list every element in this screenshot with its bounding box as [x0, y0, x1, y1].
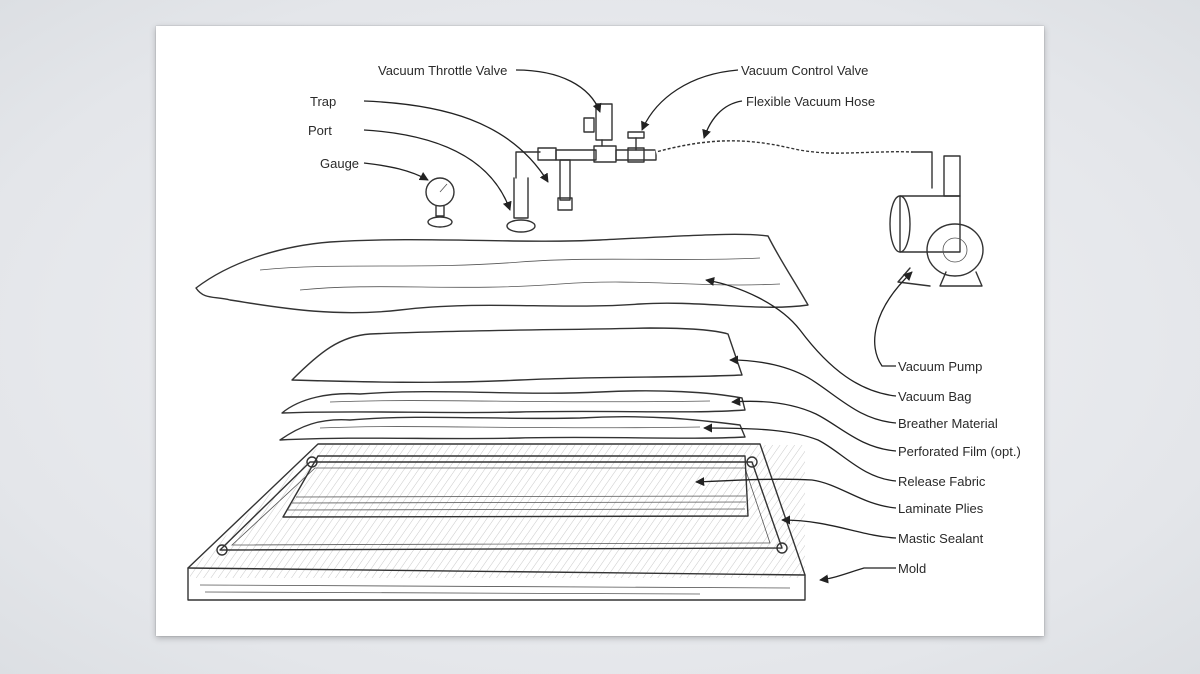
- label-port: Port: [308, 123, 332, 138]
- breather-material: [291, 327, 743, 384]
- label-vacuum-pump: Vacuum Pump: [898, 359, 982, 374]
- label-perforated-film: Perforated Film (opt.): [898, 444, 1021, 459]
- label-gauge: Gauge: [320, 156, 359, 171]
- release-fabric: [279, 415, 746, 441]
- label-mold: Mold: [898, 561, 926, 576]
- plumbing: [515, 145, 657, 211]
- label-release-fabric: Release Fabric: [898, 474, 986, 489]
- mold: [187, 443, 806, 601]
- laminate-plies: [282, 455, 749, 518]
- label-vacuum-bag: Vacuum Bag: [898, 389, 971, 404]
- label-mastic-sealant: Mastic Sealant: [898, 531, 984, 546]
- gauge-icon: [425, 177, 455, 228]
- vacuum-throttle-valve-icon: [583, 103, 613, 147]
- label-vacuum-throttle-valve: Vacuum Throttle Valve: [378, 63, 507, 78]
- port-icon: [506, 177, 536, 233]
- label-laminate-plies: Laminate Plies: [898, 501, 984, 516]
- label-breather-material: Breather Material: [898, 416, 998, 431]
- perforated-film: [281, 390, 746, 414]
- vacuum-pump-icon: [889, 155, 984, 287]
- vacuum-control-valve-icon: [627, 131, 645, 163]
- label-flexible-vacuum-hose: Flexible Vacuum Hose: [746, 94, 875, 109]
- label-trap: Trap: [310, 94, 336, 109]
- flexible-vacuum-hose: [655, 137, 933, 189]
- vacuum-bag: [195, 233, 809, 314]
- label-vacuum-control-valve: Vacuum Control Valve: [741, 63, 868, 78]
